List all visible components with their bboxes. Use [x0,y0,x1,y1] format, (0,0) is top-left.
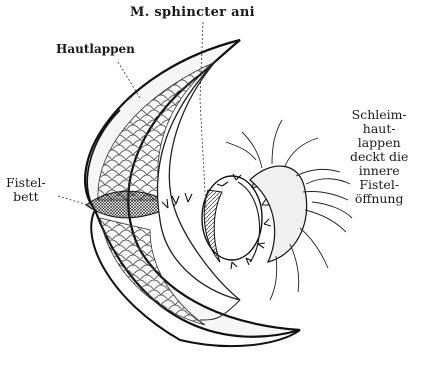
label-fistelbett: Fistel- bett [6,176,46,204]
label-hautlappen: Hautlappen [56,42,135,56]
label-sphincter: M. sphincter ani [130,6,255,20]
pointer-fistelbett [58,196,88,205]
label-schleimhautlappen: Schleim- haut- lappen deckt die innere F… [350,108,408,206]
